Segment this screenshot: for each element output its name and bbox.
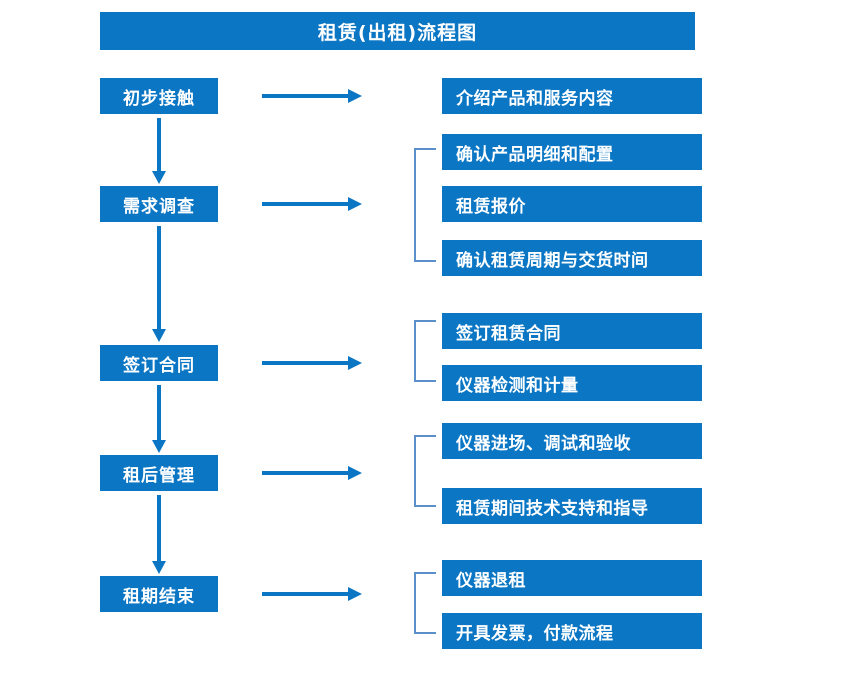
group-bracket-zuqi-jieshu xyxy=(414,572,436,634)
connector-arrow-down-3 xyxy=(152,385,166,453)
connector-arrow-down-1 xyxy=(152,118,166,184)
detail-box-queren-zulin-zhouqi[interactable]: 确认租赁周期与交货时间 xyxy=(442,240,702,276)
stage-box-zuhou-guanli[interactable]: 租后管理 xyxy=(100,455,218,491)
group-bracket-qianding-hetong xyxy=(414,320,436,382)
stage-box-zuqi-jieshu[interactable]: 租期结束 xyxy=(100,576,218,612)
flow-arrow-right-1 xyxy=(262,89,362,103)
flow-arrow-right-5 xyxy=(262,587,362,601)
flow-arrow-right-4 xyxy=(262,466,362,480)
detail-box-yiqi-jiance-jiliang[interactable]: 仪器检测和计量 xyxy=(442,365,702,401)
connector-arrow-down-4 xyxy=(152,495,166,574)
detail-box-yiqi-jinchang-tiaoshi[interactable]: 仪器进场、调试和验收 xyxy=(442,423,702,459)
detail-box-zulin-qijian-jishu-zhichi[interactable]: 租赁期间技术支持和指导 xyxy=(442,488,702,524)
detail-box-queren-chanpin-mingxi[interactable]: 确认产品明细和配置 xyxy=(442,134,702,170)
detail-box-jieshao-chanpin-fuwu[interactable]: 介绍产品和服务内容 xyxy=(442,78,702,114)
stage-box-qianding-hetong[interactable]: 签订合同 xyxy=(100,345,218,381)
stage-box-xuqiu-diaocha[interactable]: 需求调查 xyxy=(100,186,218,222)
detail-box-yiqi-tuizu[interactable]: 仪器退租 xyxy=(442,560,702,596)
group-bracket-zuhou-guanli xyxy=(414,435,436,507)
flow-arrow-right-3 xyxy=(262,356,362,370)
detail-box-kaiju-fapiao-fukuan[interactable]: 开具发票，付款流程 xyxy=(442,613,702,649)
flow-arrow-right-2 xyxy=(262,197,362,211)
stage-box-chubu-jiechu[interactable]: 初步接触 xyxy=(100,78,218,114)
group-bracket-xuqiu-diaocha xyxy=(414,148,436,262)
detail-box-qianding-zulin-hetong[interactable]: 签订租赁合同 xyxy=(442,313,702,349)
page-title: 租赁(出租)流程图 xyxy=(100,12,695,50)
detail-box-zulin-baojia[interactable]: 租赁报价 xyxy=(442,186,702,222)
connector-arrow-down-2 xyxy=(152,226,166,342)
